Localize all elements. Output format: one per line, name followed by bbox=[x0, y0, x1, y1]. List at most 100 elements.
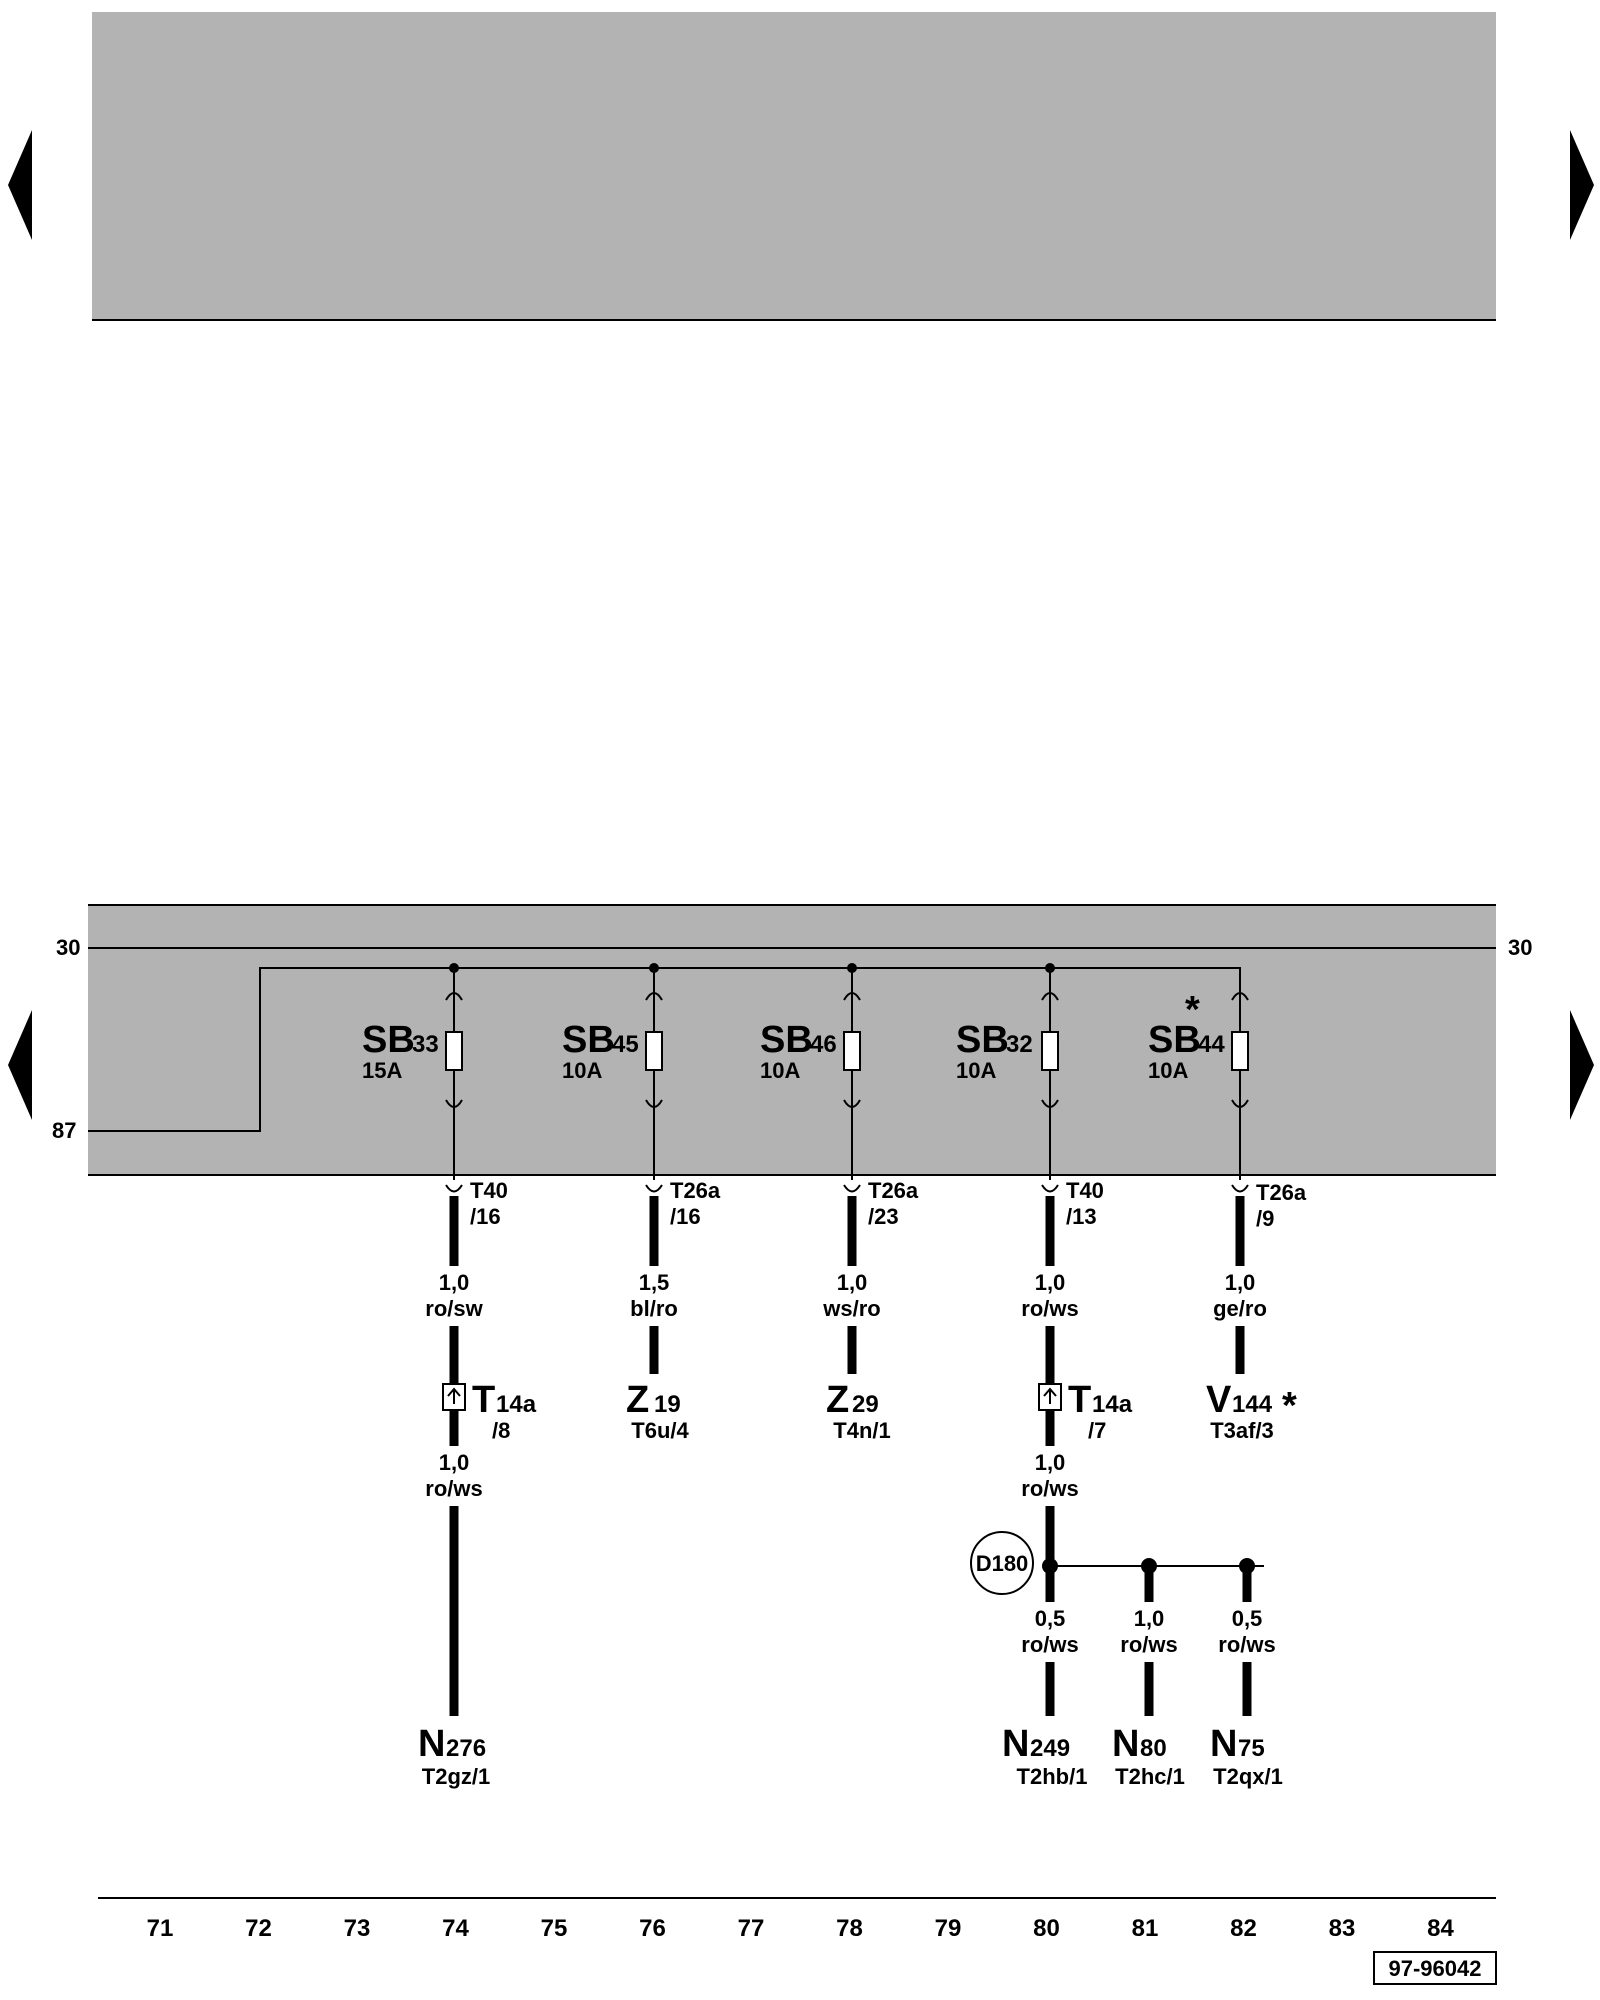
wire-mid-1-color: ro/ws bbox=[1021, 1476, 1078, 1501]
mid-1-pin: T6u/4 bbox=[631, 1418, 689, 1443]
mid-4-star: * bbox=[1282, 1385, 1297, 1427]
fuse-symbol bbox=[1231, 1031, 1249, 1071]
component-n276: N 276 T2gz/1 bbox=[418, 1723, 490, 1789]
component-v144: V 144 * T3af/3 bbox=[1206, 1379, 1297, 1443]
fuse-symbol bbox=[445, 1031, 463, 1071]
fuse-amperage: 10A bbox=[760, 1058, 800, 1083]
component-n80: N 80 T2hc/1 bbox=[1112, 1723, 1185, 1789]
column-number: 74 bbox=[442, 1915, 469, 1942]
wire-lower-0-gauge: 0,5 bbox=[1035, 1606, 1066, 1631]
mid-4-num: 144 bbox=[1232, 1391, 1273, 1418]
wire-upper-4-gauge: 1,0 bbox=[1225, 1270, 1256, 1295]
bottom-2-num: 80 bbox=[1140, 1735, 1167, 1762]
diagram-id-box bbox=[1373, 1951, 1497, 1985]
wire-lower-1-gauge: 1,0 bbox=[1134, 1606, 1165, 1631]
fuse-column-0: SB 33 15A bbox=[362, 963, 463, 1193]
bottom-3-num: 75 bbox=[1238, 1735, 1265, 1762]
connector-arrow-icon bbox=[1043, 1387, 1057, 1404]
column-number: 77 bbox=[738, 1915, 765, 1942]
wire-upper-2-color: ws/ro bbox=[822, 1296, 880, 1321]
top-grey-panel bbox=[92, 12, 1496, 320]
mid-2-name: Z bbox=[826, 1379, 849, 1421]
junction-dot bbox=[649, 963, 659, 973]
connector-top-4-line2: /9 bbox=[1256, 1206, 1274, 1231]
column-number: 78 bbox=[836, 1915, 863, 1942]
component-n249: N 249 T2hb/1 bbox=[1002, 1723, 1087, 1789]
fuse-name: SB bbox=[362, 1019, 415, 1061]
fuse-symbol bbox=[1041, 1031, 1059, 1071]
rail-87 bbox=[88, 967, 1241, 1132]
bottom-1-pin: T2hb/1 bbox=[1017, 1764, 1088, 1789]
wire-lower-2-color: ro/ws bbox=[1218, 1632, 1275, 1657]
prev-page-arrow-bottom[interactable] bbox=[8, 1010, 32, 1120]
bottom-0-num: 276 bbox=[446, 1735, 486, 1762]
fuse-symbol bbox=[645, 1031, 663, 1071]
fuse-number: 45 bbox=[612, 1031, 639, 1058]
junction-dot bbox=[1045, 963, 1055, 973]
fuse-number: 44 bbox=[1198, 1031, 1225, 1058]
fuse-number: 46 bbox=[810, 1031, 837, 1058]
bottom-3-pin: T2qx/1 bbox=[1213, 1764, 1283, 1789]
fuse-amperage: 10A bbox=[1148, 1058, 1188, 1083]
fuse-column-2: SB 46 10A bbox=[760, 963, 861, 1193]
bottom-1-num: 249 bbox=[1030, 1735, 1070, 1762]
connector-top-4-line1: T26a bbox=[1256, 1180, 1307, 1205]
wire-upper-2-gauge: 1,0 bbox=[837, 1270, 868, 1295]
connector-top-3-line1: T40 bbox=[1066, 1178, 1104, 1203]
bottom-0-name: N bbox=[418, 1723, 445, 1765]
bottom-3-name: N bbox=[1210, 1723, 1237, 1765]
fuse-name: SB bbox=[760, 1019, 813, 1061]
connector-t14a-pin7: T 14a /7 bbox=[1038, 1379, 1133, 1443]
prev-page-arrow-top[interactable] bbox=[8, 130, 32, 240]
wire-upper-4-color: ge/ro bbox=[1213, 1296, 1267, 1321]
connector-top-2-line2: /23 bbox=[868, 1204, 899, 1229]
fuse-symbol bbox=[843, 1031, 861, 1071]
column-number: 72 bbox=[245, 1915, 272, 1942]
wire-upper-0-color: ro/sw bbox=[425, 1296, 483, 1321]
connector-top-3-line2: /13 bbox=[1066, 1204, 1097, 1229]
wire-upper-3-color: ro/ws bbox=[1021, 1296, 1078, 1321]
bottom-2-name: N bbox=[1112, 1723, 1139, 1765]
junction-dot bbox=[449, 963, 459, 973]
connector-top-1-line2: /16 bbox=[670, 1204, 701, 1229]
mid-4-pin: T3af/3 bbox=[1210, 1418, 1274, 1443]
connector-t14a-pin8: T 14a /8 bbox=[442, 1379, 537, 1443]
bottom-1-name: N bbox=[1002, 1723, 1029, 1765]
splice-label: D180 bbox=[976, 1551, 1029, 1576]
connector-top-1-line1: T26a bbox=[670, 1178, 721, 1203]
wire-upper-1-color: bl/ro bbox=[630, 1296, 678, 1321]
column-number: 79 bbox=[935, 1915, 962, 1942]
junction-dot bbox=[847, 963, 857, 973]
next-page-arrow-bottom[interactable] bbox=[1570, 1010, 1594, 1120]
fuse-name: SB bbox=[1148, 1019, 1201, 1061]
column-number: 83 bbox=[1329, 1915, 1356, 1942]
fuse-column-4: SB 44 10A * bbox=[1148, 989, 1249, 1193]
fuse-name: SB bbox=[562, 1019, 615, 1061]
next-page-arrow-top[interactable] bbox=[1570, 130, 1594, 240]
wire-mid-0-gauge: 1,0 bbox=[439, 1450, 470, 1475]
column-number: 81 bbox=[1132, 1915, 1159, 1942]
bottom-2-pin: T2hc/1 bbox=[1115, 1764, 1185, 1789]
column-number: 71 bbox=[147, 1915, 174, 1942]
component-z19: Z 19 T6u/4 bbox=[626, 1379, 689, 1443]
mid-2-pin: T4n/1 bbox=[833, 1418, 890, 1443]
mid-0-num: 14a bbox=[496, 1391, 537, 1418]
fuse-amperage: 10A bbox=[956, 1058, 996, 1083]
wire-mid-1-gauge: 1,0 bbox=[1035, 1450, 1066, 1475]
fuse-star-mark: * bbox=[1185, 989, 1200, 1031]
mid-1-num: 19 bbox=[654, 1391, 681, 1418]
column-number: 75 bbox=[541, 1915, 568, 1942]
fuse-column-1: SB 45 10A bbox=[562, 963, 663, 1193]
column-number: 80 bbox=[1033, 1915, 1060, 1942]
wire-upper-0-gauge: 1,0 bbox=[439, 1270, 470, 1295]
fuse-panel bbox=[88, 905, 1496, 1175]
rail-30-right-label: 30 bbox=[1508, 935, 1532, 960]
wire-lower-2-gauge: 0,5 bbox=[1232, 1606, 1263, 1631]
fuse-amperage: 15A bbox=[362, 1058, 402, 1083]
mid-0-name: T bbox=[472, 1379, 495, 1421]
column-number: 84 bbox=[1427, 1915, 1454, 1942]
wire-upper-3-gauge: 1,0 bbox=[1035, 1270, 1066, 1295]
column-number: 76 bbox=[639, 1915, 666, 1942]
rail-87-label: 87 bbox=[52, 1118, 76, 1143]
